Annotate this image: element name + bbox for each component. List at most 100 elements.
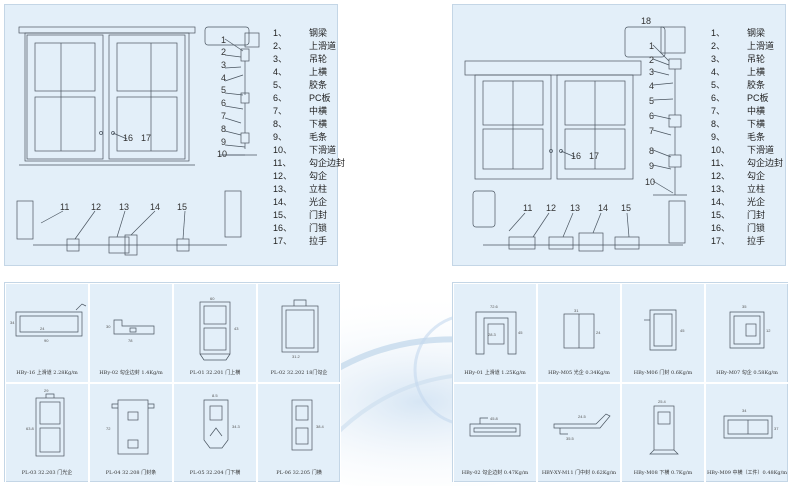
- dimension-label: 90: [44, 338, 49, 343]
- legend-item: 9、毛条: [273, 132, 328, 142]
- profile-cell: 24 90 34 HBy-16 上滑道 2.28Kg/m: [5, 283, 89, 383]
- legend-item: 4、上横: [711, 67, 766, 77]
- bottom-callout-11: 11: [60, 202, 70, 212]
- legend-item: 13、立柱: [711, 184, 766, 194]
- dimension-label: 31.2: [292, 354, 301, 359]
- legend-item: 6、PC板: [711, 93, 769, 103]
- legend-item: 5、胶条: [273, 80, 328, 90]
- legend-item: 1、钢梁: [711, 28, 766, 38]
- profile-caption: PL-05 32.204 门下横: [189, 470, 241, 476]
- dimension-label: 45: [680, 328, 685, 333]
- legend-item: 9、毛条: [711, 132, 766, 142]
- dimension-label: 28.3: [488, 332, 497, 337]
- side-callout-4: 4: [221, 73, 227, 83]
- profile-cell: 43 60 PL-01 32.201 门上横: [173, 283, 257, 383]
- profile-drawing: 24.5 35.5: [553, 413, 611, 441]
- profile-cell: 8.5 34.3 PL-05 32.204 门下横: [173, 383, 257, 483]
- right-door-elevation-drawing: [464, 26, 687, 252]
- dimension-label: 34.3: [232, 424, 241, 429]
- legend-item: 10、下滑道: [273, 145, 337, 155]
- left-door-elevation-drawing: [16, 26, 260, 256]
- profile-caption: PL-02 32.202 18门勾企: [270, 370, 328, 376]
- bottom-callout-13: 13: [119, 202, 130, 212]
- side-callout-9: 9: [221, 137, 227, 147]
- legend-item: 16、门锁: [711, 223, 766, 233]
- profile-caption: HBy-M08 下横 0.7Kg/m: [633, 470, 693, 476]
- legend-item: 11、勾企边封: [711, 158, 784, 168]
- side-callout-3: 3: [649, 67, 655, 77]
- side-callout-2: 2: [221, 47, 227, 57]
- legend-item: 15、门封: [273, 210, 328, 220]
- profile-caption: HBY-XY-M11 门中封 0.62Kg/m: [541, 470, 617, 476]
- profile-drawing: 72: [106, 399, 155, 455]
- side-callout-10: 10: [217, 149, 228, 159]
- profile-drawing: 45.8: [469, 416, 521, 437]
- side-callout-9: 9: [649, 161, 655, 171]
- legend-item: 2、上滑道: [711, 41, 775, 51]
- profile-drawing: 72.6 28.3 45: [475, 304, 523, 355]
- dimension-label: 37: [774, 426, 779, 431]
- legend-item: 8、下横: [711, 119, 766, 129]
- dimension-label: 38.4: [316, 424, 325, 429]
- dimension-label: 35: [742, 304, 747, 309]
- profile-caption: PL-06 32.205 门横: [276, 470, 322, 476]
- profile-caption: HBy-01 上滑道 1.25Kg/m: [464, 370, 526, 376]
- side-callout-1: 1: [221, 35, 227, 45]
- legend-item: 7、中横: [273, 106, 328, 116]
- legend-item: 6、PC板: [273, 93, 331, 103]
- legend-item: 15、门封: [711, 210, 766, 220]
- profile-caption: HBy-16 上滑道 2.28Kg/m: [16, 370, 78, 376]
- profile-caption: PL-01 32.201 门上横: [189, 370, 241, 376]
- legend-item: 17、拉手: [711, 236, 766, 246]
- profile-drawing: 34 37: [723, 408, 779, 439]
- profile-cell: 31 24 HBy-M05 光企 0.34Kg/m: [537, 283, 621, 383]
- profile-caption: HBy-M05 光企 0.34Kg/m: [548, 370, 610, 376]
- legend-item: 5、胶条: [711, 80, 766, 90]
- profile-drawing: 45: [644, 309, 685, 351]
- side-callout-6: 6: [221, 98, 227, 108]
- profile-drawing: 43 60: [199, 296, 239, 361]
- profile-cell: 30 78 HBy-02 勾企边封 1.4Kg/m: [89, 283, 173, 383]
- door-callout-16: 16: [123, 133, 134, 143]
- legend-item: 13、立柱: [273, 184, 328, 194]
- legend-item: 8、下横: [273, 119, 328, 129]
- legend-item: 4、上横: [273, 67, 328, 77]
- bottom-callout-14: 14: [598, 203, 609, 213]
- profile-cell: 25.4 HBy-M08 下横 0.7Kg/m: [621, 383, 705, 483]
- dimension-label: 30: [106, 324, 111, 329]
- legend-item: 7、中横: [711, 106, 766, 116]
- legend-item: 3、吊轮: [273, 54, 328, 64]
- door-callout-17: 17: [589, 151, 600, 161]
- left-legend: 1、钢梁 2、上滑道 3、吊轮 4、上横 5、胶条 6、PC板 7、中横 8、下…: [273, 27, 345, 248]
- side-callout-7: 7: [221, 111, 227, 121]
- dimension-label: 24: [596, 330, 601, 335]
- profile-cell: 31.2 PL-02 32.202 18门勾企: [257, 283, 341, 383]
- side-callout-5: 5: [221, 85, 227, 95]
- profile-drawing: 35 12: [729, 304, 771, 349]
- side-callout-8: 8: [649, 146, 655, 156]
- legend-item: 12、勾企: [711, 171, 766, 181]
- profile-cell: 29 63.8 PL-03 32.203 门光企: [5, 383, 89, 483]
- profile-caption: HBy-M09 中横（工件）0.48Kg/m: [706, 470, 788, 476]
- profile-drawing: 29 63.8: [26, 388, 65, 457]
- dimension-label: 63.8: [26, 426, 35, 431]
- side-callout-5: 5: [649, 96, 655, 106]
- profile-caption: HBy-M06 门封 0.6Kg/m: [633, 370, 693, 376]
- bottom-callout-13: 13: [570, 203, 581, 213]
- bottom-callout-11: 11: [523, 203, 533, 213]
- profile-cell: 24.5 35.5 HBY-XY-M11 门中封 0.62Kg/m: [537, 383, 621, 483]
- side-callout-7: 7: [649, 126, 655, 136]
- dimension-label: 60: [210, 296, 215, 301]
- legend-item: 12、勾企: [273, 171, 328, 181]
- profile-cell: 45.8 HBy-02 勾企边封 0.47Kg/m: [453, 383, 537, 483]
- dimension-label: 72: [106, 426, 111, 431]
- door-callout-17: 17: [141, 133, 152, 143]
- bottom-callout-12: 12: [546, 203, 557, 213]
- profile-drawing: 8.5 34.3: [203, 393, 241, 449]
- dimension-label: 72.6: [490, 304, 499, 309]
- side-callout-10: 10: [645, 177, 656, 187]
- dimension-label: 24.5: [578, 414, 587, 419]
- side-callout-6: 6: [649, 111, 655, 121]
- profile-cell: 34 37 HBy-M09 中横（工件）0.48Kg/m: [705, 383, 789, 483]
- profile-drawing: 38.4: [291, 399, 325, 451]
